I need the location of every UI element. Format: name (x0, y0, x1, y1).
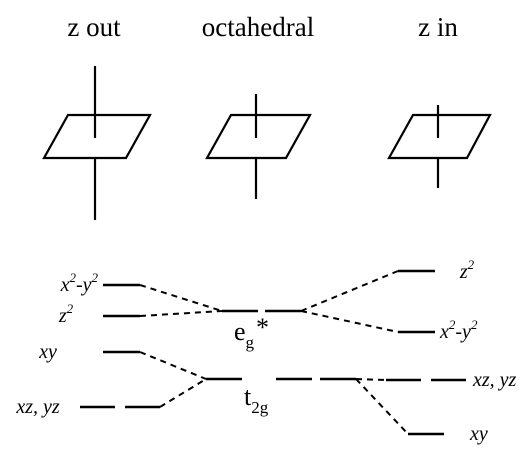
label-eg-star: eg* (234, 313, 269, 352)
label-right-x2y2: x2-y2 (439, 317, 478, 343)
z-in-geometry (387, 105, 492, 188)
label-t2g: t2g (244, 382, 269, 417)
label-left-z2: z2 (58, 301, 74, 327)
z-in-plane (387, 113, 492, 160)
header-z-in: z in (418, 12, 458, 42)
correlation-line (139, 284, 223, 312)
label-left-xzyz: xz, yz (15, 396, 60, 418)
z-out-plane (42, 113, 152, 160)
correlation-line (139, 310, 223, 317)
label-right-xy: xy (469, 423, 488, 445)
oct-plane (205, 113, 312, 160)
z-out-geometry (42, 66, 152, 220)
label-left-xy: xy (38, 341, 57, 363)
octahedral-geometry (205, 94, 312, 199)
correlation-line (355, 378, 409, 435)
correlation-line (300, 310, 399, 333)
label-right-xzyz: xz, yz (472, 369, 517, 391)
correlation-line (355, 378, 387, 381)
label-right-z2: z2 (459, 257, 475, 283)
correlation-line (159, 378, 207, 408)
header-octahedral: octahedral (202, 12, 314, 42)
correlation-line (300, 270, 399, 312)
label-left-x2y2: x2-y2 (60, 270, 99, 296)
header-z-out: z out (67, 12, 121, 42)
correlation-line (139, 351, 207, 380)
